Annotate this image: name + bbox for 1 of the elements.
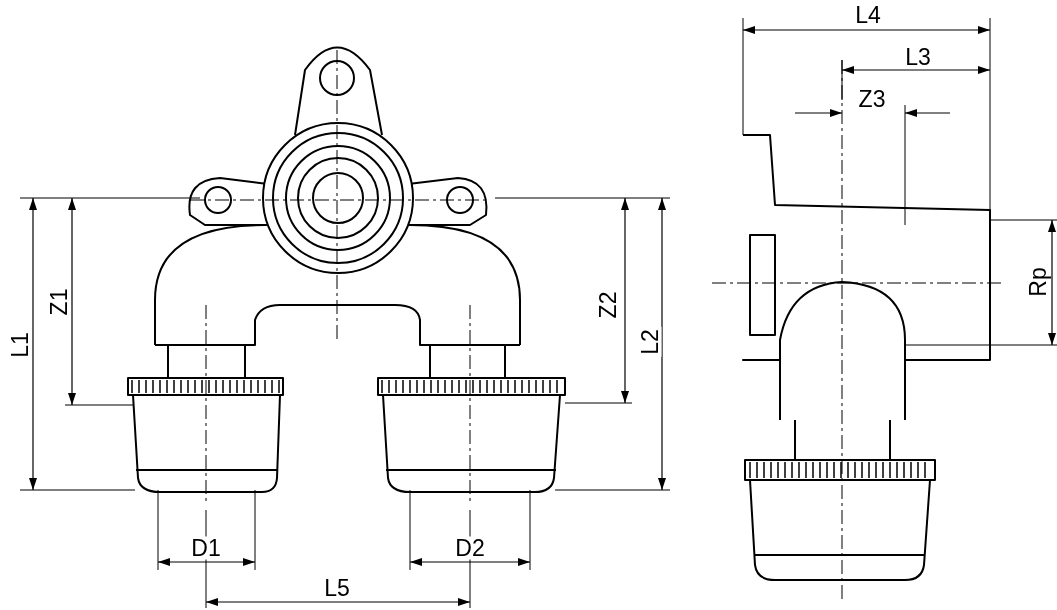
dimension-label: L2 — [638, 327, 662, 357]
